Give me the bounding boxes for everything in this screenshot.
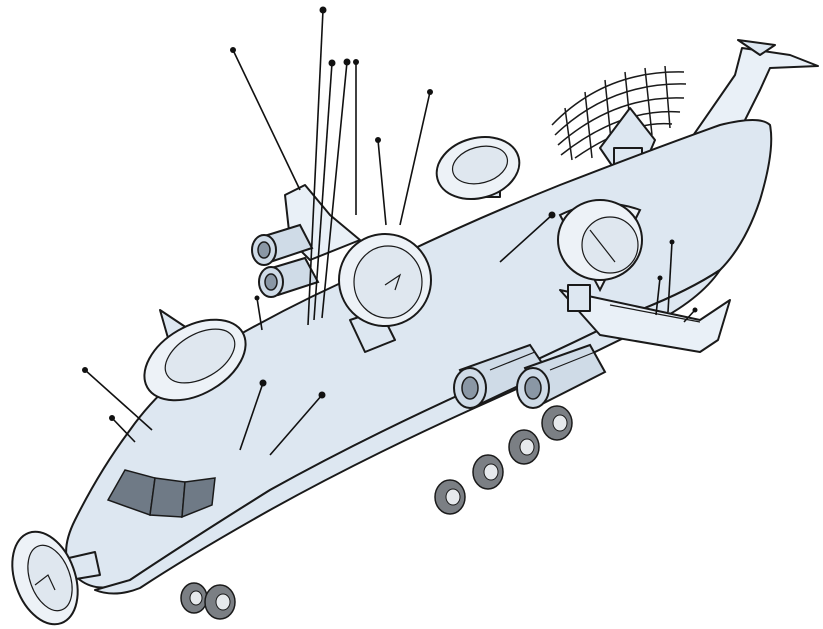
wheel	[435, 480, 465, 514]
leader-line	[400, 89, 433, 225]
wheel	[205, 585, 235, 619]
wheel	[181, 583, 207, 613]
wheel	[473, 455, 503, 489]
leader-line	[82, 367, 152, 430]
leader-line	[375, 137, 386, 225]
leader-line	[314, 60, 336, 321]
wheel	[509, 430, 539, 464]
top-radar-dish	[430, 128, 527, 208]
wheel	[542, 406, 572, 440]
leader-line	[230, 47, 300, 190]
leader-line	[353, 59, 359, 215]
